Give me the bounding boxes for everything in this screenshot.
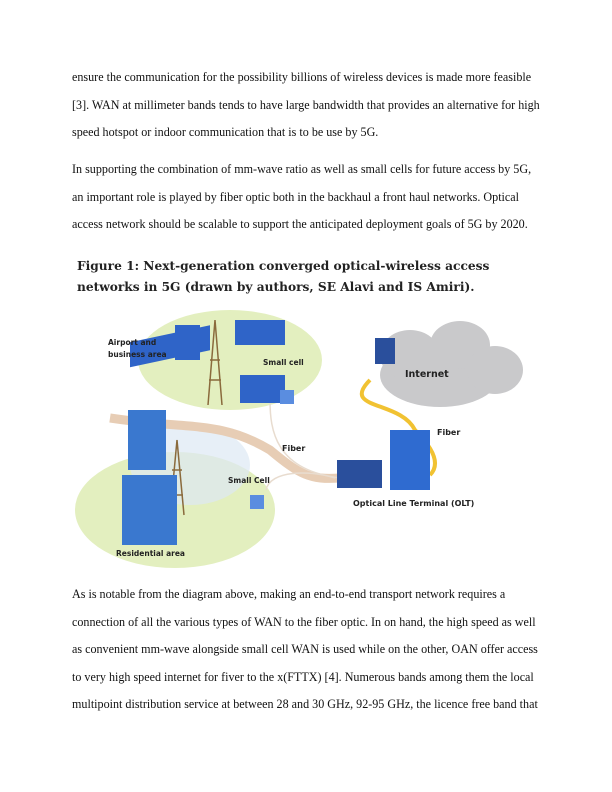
text-line: access network should be scalable to sup… — [72, 217, 528, 231]
text-line: to very high speed internet for fiver to… — [72, 669, 534, 684]
small-cell-icon — [250, 495, 264, 509]
paragraph-3: As is notable from the diagram above, ma… — [72, 581, 552, 719]
residential-building-icon — [122, 410, 177, 545]
internet-cloud — [380, 321, 523, 407]
figure-caption: Figure 1: Next-generation converged opti… — [77, 256, 489, 298]
text-line: speed hotspot or indoor communication th… — [72, 125, 379, 139]
caption-line: Figure 1: Next-generation converged opti… — [77, 259, 490, 273]
small-cell-icon — [280, 390, 294, 404]
label-fiber-right: Fiber — [437, 428, 460, 437]
fiber-link-small-cell-2 — [265, 472, 336, 491]
network-diagram: Airport and business area Small cell Int… — [75, 310, 523, 568]
text-line: As is notable from the diagram above, ma… — [72, 587, 506, 601]
olt-equipment-icon — [337, 430, 430, 490]
caption-line: networks in 5G (drawn by authors, SE Ala… — [77, 280, 475, 294]
text-line: multipoint distribution service at betwe… — [72, 697, 538, 711]
text-line: In supporting the combination of mm-wave… — [72, 162, 532, 176]
paragraph-2: In supporting the combination of mm-wave… — [72, 156, 552, 239]
text-line: an important role is played by fiber opt… — [72, 189, 520, 204]
text-line: ensure the communication for the possibi… — [72, 70, 532, 84]
label-airport: Airport and — [108, 338, 156, 347]
label-small-cell-top: Small cell — [263, 358, 304, 367]
internet-server-icon — [375, 338, 395, 364]
text-line: [3]. WAN at millimeter bands tends to ha… — [72, 97, 540, 112]
label-olt: Optical Line Terminal (OLT) — [353, 499, 474, 508]
label-internet: Internet — [405, 369, 449, 380]
label-small-cell-bottom: Small Cell — [228, 476, 270, 485]
paragraph-1: ensure the communication for the possibi… — [72, 64, 552, 147]
fiber-cable-internet — [359, 378, 437, 477]
label-business: business area — [108, 350, 167, 359]
text-line: connection of all the various types of W… — [72, 614, 536, 629]
label-residential: Residential area — [116, 549, 185, 558]
text-line: as convenient mm-wave alongside small ce… — [72, 642, 538, 656]
fiber-link-small-cell — [269, 399, 341, 479]
label-fiber-middle: Fiber — [282, 444, 305, 453]
airport-buildings-icon — [130, 320, 285, 403]
